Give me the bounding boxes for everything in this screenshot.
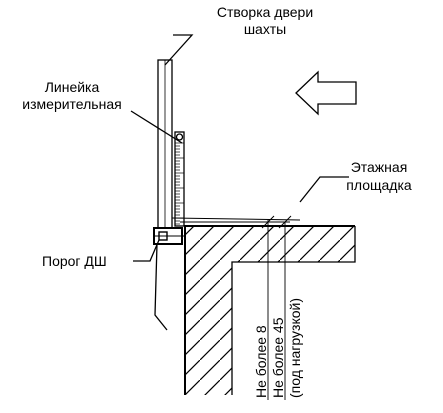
label-landing-1: Этажная: [351, 159, 408, 175]
label-shaft-door-1: Створка двери: [217, 4, 313, 20]
shaft-door-panel: [157, 59, 173, 229]
landing-slab: [184, 225, 356, 395]
label-shaft-door-2: шахты: [244, 21, 286, 37]
dimension-label-45: Не более 45: [270, 317, 286, 398]
dimension-label-load: (под нагрузкой): [287, 298, 303, 398]
measuring-ruler: [174, 131, 185, 227]
leader-lines: [130, 34, 349, 262]
dimension-lines: [171, 215, 301, 400]
label-threshold: Порог ДШ: [42, 253, 107, 269]
label-ruler-1: Линейка: [45, 79, 100, 95]
direction-arrow-icon: [295, 70, 357, 116]
dimension-label-8: Не более 8: [253, 325, 269, 398]
label-landing-2: площадка: [346, 177, 412, 193]
label-ruler-2: измерительная: [22, 96, 121, 112]
door-threshold: [153, 227, 186, 331]
